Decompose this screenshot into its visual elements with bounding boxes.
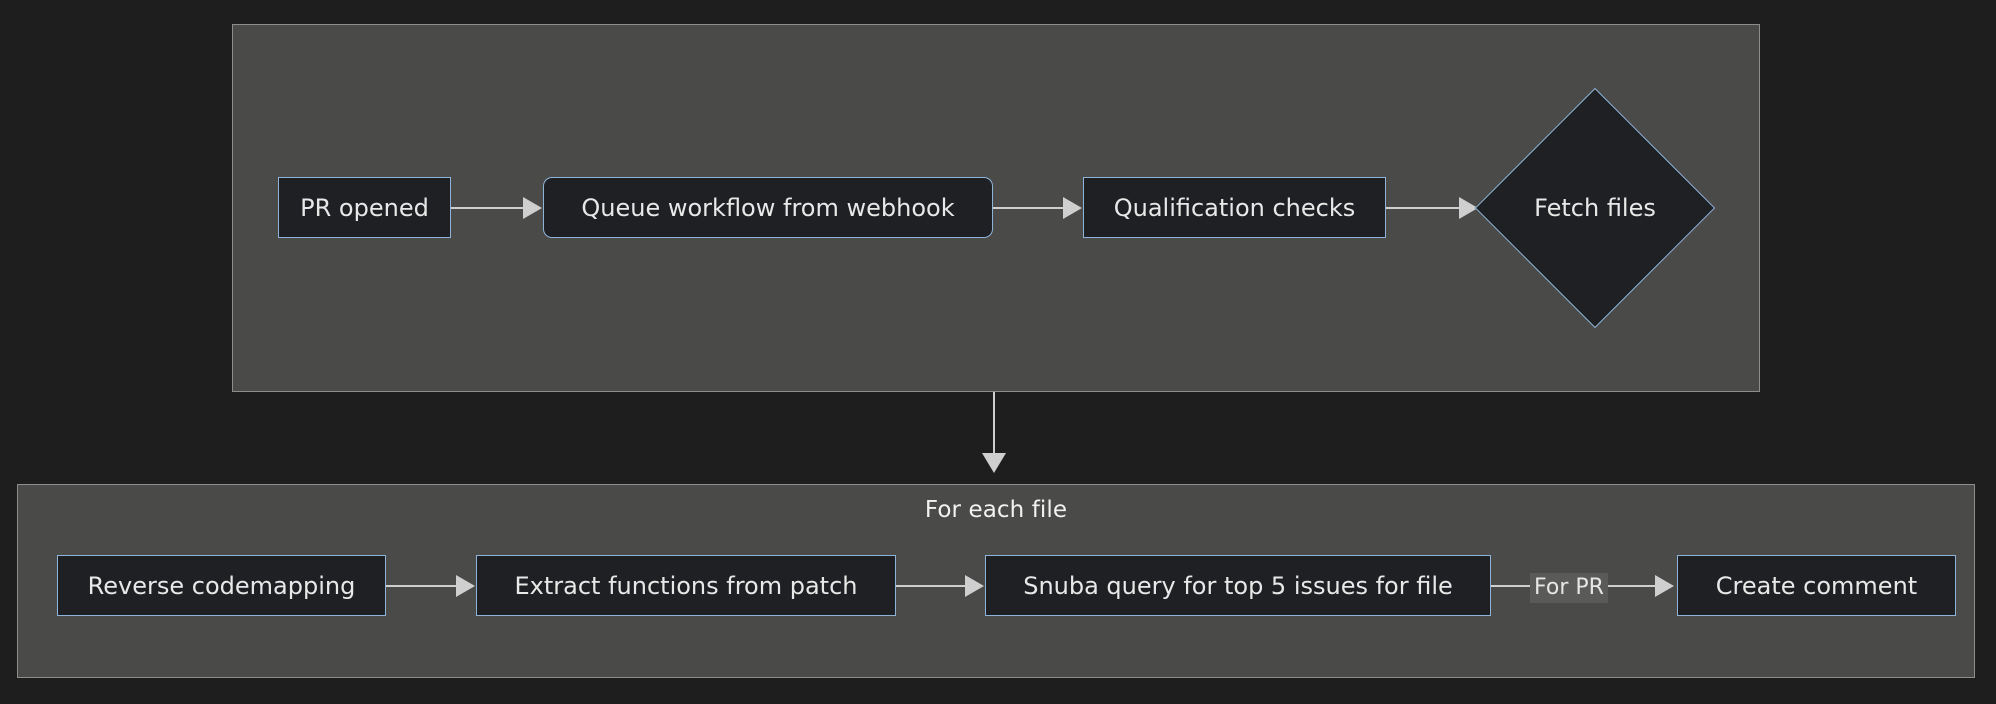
arrowhead-pr-opened-to-queue-workflow	[523, 197, 542, 219]
node-pr-opened[interactable]: PR opened	[278, 177, 451, 238]
edge-top-subgraph-to-bottom-subgraph	[993, 392, 995, 455]
node-snuba-query[interactable]: Snuba query for top 5 issues for file	[985, 555, 1491, 616]
edge-label-for-pr: For PR	[1530, 573, 1608, 603]
node-pr-opened-label: PR opened	[300, 193, 429, 222]
node-create-comment[interactable]: Create comment	[1677, 555, 1956, 616]
node-queue-workflow[interactable]: Queue workflow from webhook	[543, 177, 993, 238]
node-extract-functions-from-patch[interactable]: Extract functions from patch	[476, 555, 896, 616]
node-queue-workflow-label: Queue workflow from webhook	[581, 193, 955, 222]
node-qualification-checks-label: Qualification checks	[1113, 193, 1356, 222]
diamond-shape	[1474, 87, 1716, 329]
edge-pr-opened-to-queue-workflow	[450, 207, 525, 209]
arrowhead-qualification-to-fetch-files	[1459, 197, 1478, 219]
arrowhead-reverse-codemapping-to-extract-functions	[456, 575, 475, 597]
edge-queue-workflow-to-qualification	[992, 207, 1065, 209]
arrowhead-snuba-query-to-create-comment	[1655, 575, 1674, 597]
node-qualification-checks[interactable]: Qualification checks	[1083, 177, 1386, 238]
node-create-comment-label: Create comment	[1715, 571, 1918, 600]
subgraph-bottom-title: For each file	[924, 497, 1068, 523]
edge-extract-functions-to-snuba-query	[896, 585, 967, 587]
edge-reverse-codemapping-to-extract-functions	[386, 585, 458, 587]
edge-qualification-to-fetch-files	[1385, 207, 1460, 209]
arrowhead-queue-workflow-to-qualification	[1063, 197, 1082, 219]
node-fetch-files[interactable]: Fetch files	[1474, 87, 1716, 329]
node-snuba-query-label: Snuba query for top 5 issues for file	[1023, 571, 1453, 600]
node-extract-functions-label: Extract functions from patch	[514, 571, 858, 600]
node-reverse-codemapping-label: Reverse codemapping	[87, 571, 356, 600]
arrowhead-top-subgraph-to-bottom-subgraph	[982, 453, 1006, 473]
node-reverse-codemapping[interactable]: Reverse codemapping	[57, 555, 386, 616]
arrowhead-extract-functions-to-snuba-query	[965, 575, 984, 597]
